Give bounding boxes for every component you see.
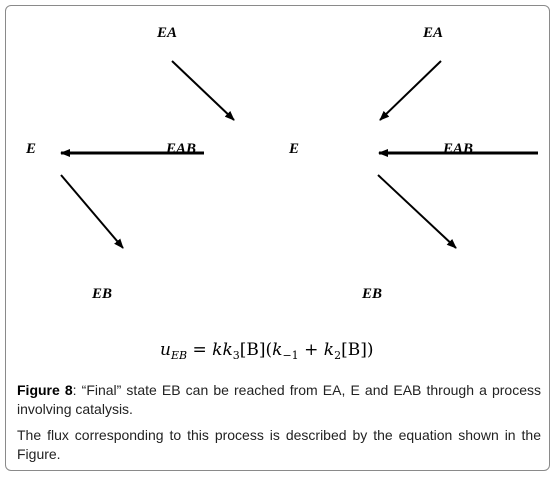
arrow-left-e-to-eb bbox=[60, 174, 124, 249]
eq-lhs-sub: EB bbox=[170, 349, 188, 362]
figure-frame bbox=[5, 5, 550, 471]
eq-k-minus-sub: −1 bbox=[282, 349, 299, 362]
eq-k2: k bbox=[323, 340, 335, 360]
arrow-right-ea-to-center bbox=[379, 60, 442, 121]
eq-plus: + bbox=[298, 340, 324, 360]
left-node-e: E bbox=[26, 141, 37, 157]
left-node-ea: EA bbox=[157, 25, 178, 41]
eq-k3: k bbox=[222, 340, 233, 360]
right-node-e: E bbox=[289, 141, 300, 157]
right-node-eb: EB bbox=[362, 286, 383, 302]
caption-text: : “Final” state EB can be reached from E… bbox=[17, 382, 541, 417]
arrow-left-ea-to-center bbox=[171, 60, 235, 121]
right-node-ea: EA bbox=[423, 25, 444, 41]
eq-equals: = bbox=[187, 340, 213, 360]
eq-k: k bbox=[212, 340, 223, 360]
left-node-eb: EB bbox=[92, 286, 113, 302]
eq-bracket-b1: [B]( bbox=[239, 340, 273, 360]
eq-k2-sub: 2 bbox=[334, 349, 342, 362]
right-node-eab: EAB bbox=[443, 141, 474, 157]
eq-k3-sub: 3 bbox=[232, 349, 240, 362]
eq-lhs-var: u bbox=[160, 340, 171, 360]
eq-k-minus: k bbox=[272, 340, 283, 360]
figure-label: Figure 8 bbox=[17, 382, 73, 398]
eq-bracket-b2: [B]) bbox=[341, 340, 374, 360]
left-node-eab: EAB bbox=[166, 141, 197, 157]
arrow-right-center-to-eb bbox=[377, 174, 457, 249]
caption-note: The flux corresponding to this process i… bbox=[17, 427, 541, 462]
flux-equation: uEB = kk3[B](k−1 + k2[B]) bbox=[160, 340, 373, 362]
figure-caption: Figure 8: “Final” state EB can be reache… bbox=[17, 381, 541, 419]
